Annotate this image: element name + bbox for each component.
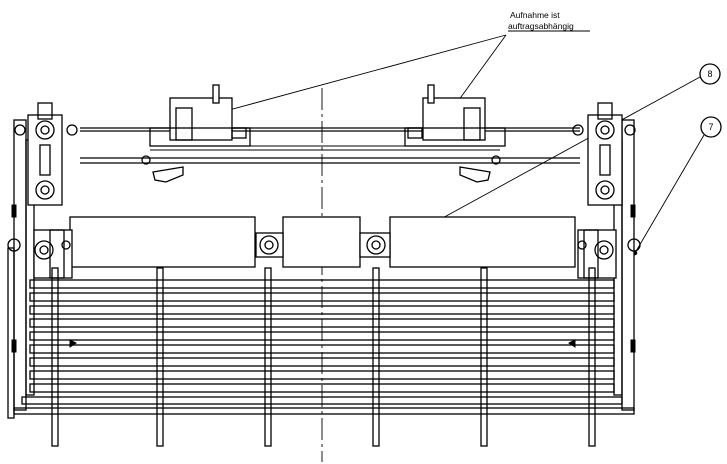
balloon-8-circle <box>699 63 721 85</box>
leader-left-mount <box>217 34 507 114</box>
balloon-7: 7 <box>632 116 722 256</box>
roller-center <box>282 216 361 268</box>
annotation-line-1: Aufnahme ist <box>510 10 560 20</box>
mount-bracket-right <box>404 84 506 183</box>
balloon-8-label: 8 <box>707 69 712 79</box>
annotation-note: Aufnahme ist auftragsabhängig <box>508 10 590 32</box>
leader-right-mount <box>452 34 507 109</box>
roller-right <box>389 216 576 268</box>
grate-bars <box>13 279 635 415</box>
mount-bracket-left <box>141 84 251 183</box>
side-frame-left <box>7 102 78 419</box>
balloon-7-label: 7 <box>708 122 713 132</box>
roller-left <box>69 216 256 268</box>
balloon-7-leader <box>634 134 705 254</box>
annotation-line-2: auftragsabhängig <box>508 21 574 31</box>
tines <box>51 267 596 447</box>
balloon-7-circle <box>700 116 722 138</box>
side-frame-right <box>572 102 641 411</box>
rollers <box>69 216 576 268</box>
